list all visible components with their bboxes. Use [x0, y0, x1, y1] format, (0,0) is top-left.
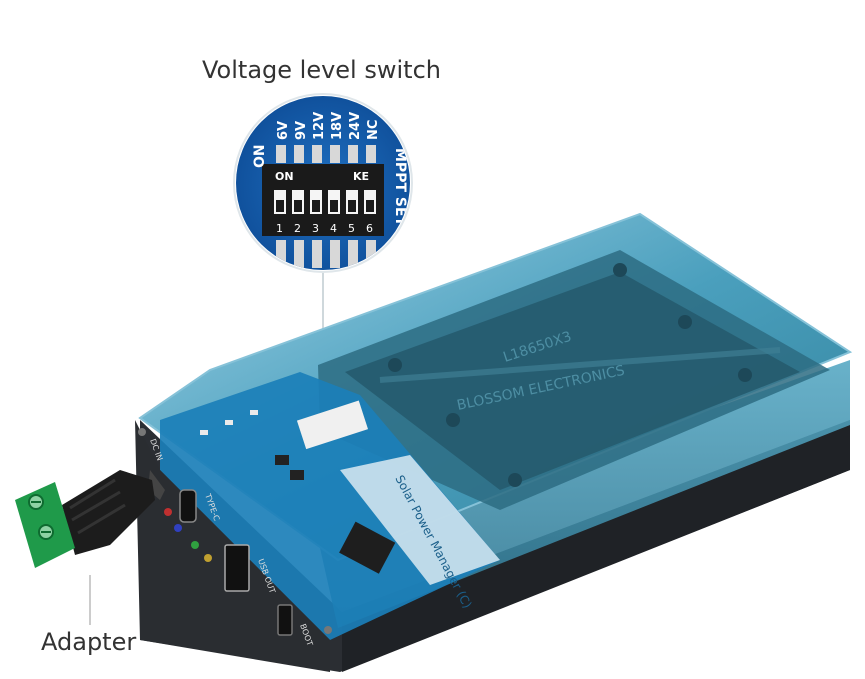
led-red [164, 508, 172, 516]
switch-number-5: 5 [348, 222, 355, 235]
voltage-label-9v: 9V [294, 121, 309, 140]
switch-number-3: 3 [312, 222, 319, 235]
switch-number-4: 4 [330, 222, 337, 235]
mppt-set-label: MPPT SET [392, 148, 408, 227]
adapter-caption: Adapter [41, 628, 137, 656]
voltage-label-18v: 18V [330, 112, 345, 140]
dip-on-text: ON [275, 170, 294, 183]
voltage-label-nc: NC [366, 120, 381, 140]
voltage-label-6v: 6V [276, 121, 291, 140]
voltage-switch-caption: Voltage level switch [202, 56, 441, 84]
voltage-label-24v: 24V [348, 112, 363, 140]
switch-number-2: 2 [294, 222, 301, 235]
led-green [191, 541, 199, 549]
led-blue [174, 524, 182, 532]
type-c-port[interactable] [179, 489, 197, 523]
board-label-panel [340, 455, 500, 585]
inset-on-label: ON [252, 144, 268, 168]
boot-switch[interactable] [277, 604, 293, 636]
pcb-board [160, 372, 500, 640]
pcb-chip [339, 521, 396, 574]
led-yellow [204, 554, 212, 562]
adapter-plug [62, 470, 155, 555]
switch-number-1: 1 [276, 222, 283, 235]
switch-number-6: 6 [366, 222, 373, 235]
usb-out-port[interactable] [224, 544, 250, 592]
dip-brand-text: KE [353, 170, 369, 183]
voltage-label-12v: 12V [312, 112, 327, 140]
board-dip-switch [296, 400, 369, 450]
